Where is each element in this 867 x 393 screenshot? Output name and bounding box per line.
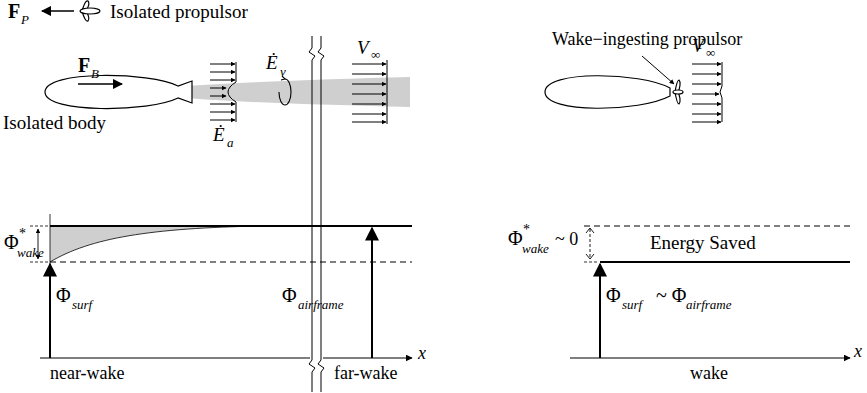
diagram-label: a bbox=[227, 136, 234, 149]
diagram-label: Isolated body bbox=[3, 113, 106, 132]
diagram-label: Ė bbox=[213, 125, 225, 144]
diagram-label: * bbox=[523, 223, 530, 237]
diagram-label: far-wake bbox=[334, 364, 398, 382]
diagram-label: Energy Saved bbox=[650, 233, 756, 252]
energy-chart-left bbox=[30, 214, 412, 358]
diagram-label: surf bbox=[72, 298, 92, 311]
velocity-profile-far bbox=[352, 60, 387, 124]
diagram-label: P bbox=[21, 13, 29, 26]
diagram-label: ~ Φ bbox=[656, 285, 686, 305]
diagram-label: Ė bbox=[266, 53, 278, 72]
isolated-body bbox=[45, 75, 192, 108]
energy-chart-right bbox=[570, 226, 850, 358]
propulsor-icon bbox=[42, 1, 100, 21]
diagram-label: V bbox=[692, 36, 704, 55]
diagram-label: V bbox=[357, 38, 369, 57]
diagram-label: wake bbox=[17, 246, 44, 259]
diagram-label: Φ bbox=[606, 285, 621, 305]
diagram-label: x bbox=[854, 342, 862, 360]
diagram-label: ~ 0 bbox=[555, 230, 578, 248]
velocity-profile-right bbox=[692, 62, 722, 122]
diagram-label: ∞ bbox=[371, 48, 380, 61]
diagram-label: F bbox=[78, 55, 90, 75]
diagram-label: F bbox=[8, 1, 20, 21]
wake-region bbox=[186, 77, 410, 107]
diagram-label: Φ bbox=[56, 285, 71, 305]
diagram-label: airframe bbox=[298, 298, 344, 311]
diagram-label: surf bbox=[622, 298, 642, 311]
diagram-label: Isolated propulsor bbox=[110, 2, 248, 21]
diagram-label: * bbox=[19, 227, 26, 241]
wake-ingesting-body bbox=[545, 56, 683, 108]
diagram-label: ∞ bbox=[706, 46, 715, 59]
diagram-label: Φ bbox=[4, 232, 19, 252]
circulation-symbol bbox=[279, 76, 291, 105]
velocity-profile-near bbox=[210, 62, 236, 122]
axis-break bbox=[309, 36, 324, 392]
diagram-label: Φ bbox=[508, 228, 523, 248]
diagram-label: B bbox=[91, 67, 99, 80]
diagram-label: airframe bbox=[686, 298, 732, 311]
diagram-label: Φ bbox=[282, 285, 297, 305]
diagram-label: near-wake bbox=[50, 364, 125, 382]
diagram-label: x bbox=[418, 344, 426, 362]
diagram-label: v bbox=[280, 65, 286, 78]
diagram-label: wake bbox=[522, 242, 549, 255]
diagram-label: wake bbox=[690, 364, 728, 382]
